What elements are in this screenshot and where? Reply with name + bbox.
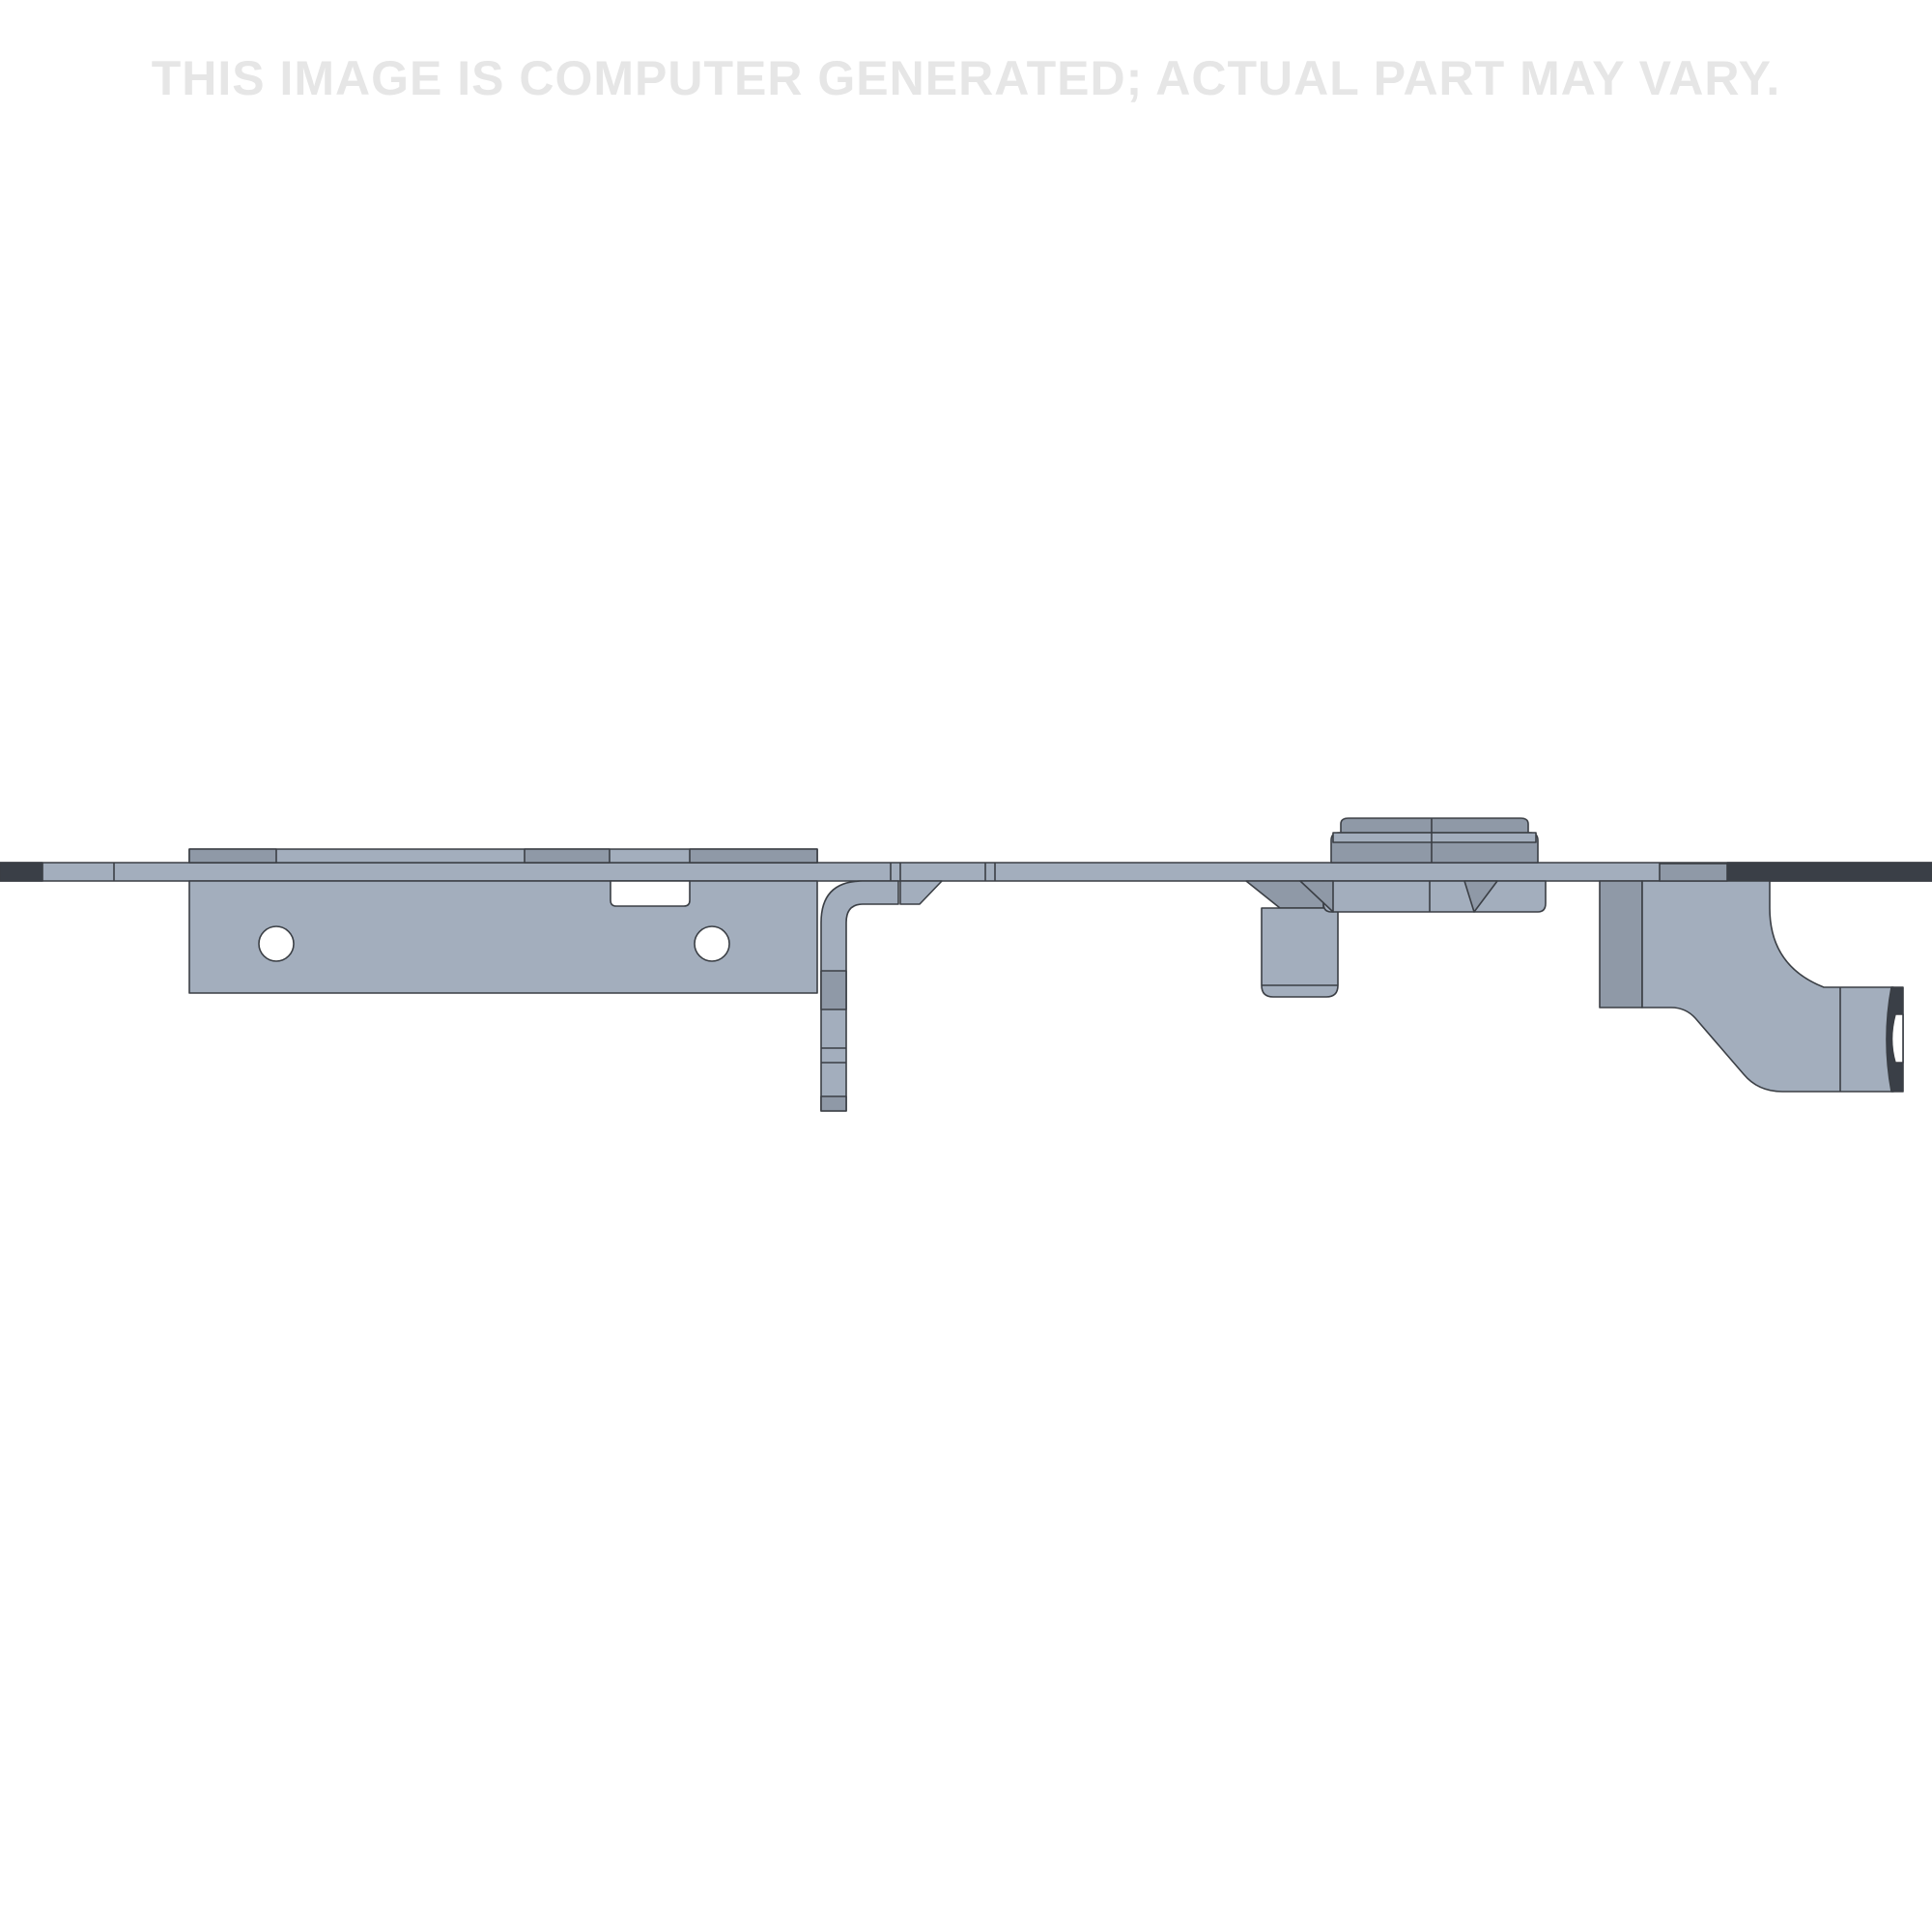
hook-body <box>1641 880 1894 1093</box>
bracket-slot <box>610 880 691 907</box>
tab-shade-2 <box>820 1095 847 1112</box>
tab-shade-1 <box>820 970 847 1010</box>
pad-right <box>689 848 818 864</box>
bracket-hole-right <box>694 925 730 962</box>
plate-right-end <box>1726 862 1932 882</box>
right-hook-bracket <box>1599 863 1904 1093</box>
stud-pin <box>1261 907 1339 998</box>
bushing-cap <box>1340 817 1529 834</box>
main-plate <box>0 862 1932 882</box>
stud-assembly <box>1245 817 1547 998</box>
bent-tab <box>820 880 943 1112</box>
bracket-hole-left <box>258 925 295 962</box>
hook-shade <box>1599 880 1643 1009</box>
pad-middle <box>524 848 611 864</box>
hook-top-pad <box>1659 863 1728 882</box>
left-bracket <box>188 880 818 994</box>
disclaimer-text: THIS IMAGE IS COMPUTER GENERATED; ACTUAL… <box>151 51 1781 105</box>
pad-left <box>188 848 277 864</box>
plate-left-end <box>0 862 43 882</box>
top-pads <box>188 848 818 864</box>
bushing-base <box>1322 880 1547 913</box>
